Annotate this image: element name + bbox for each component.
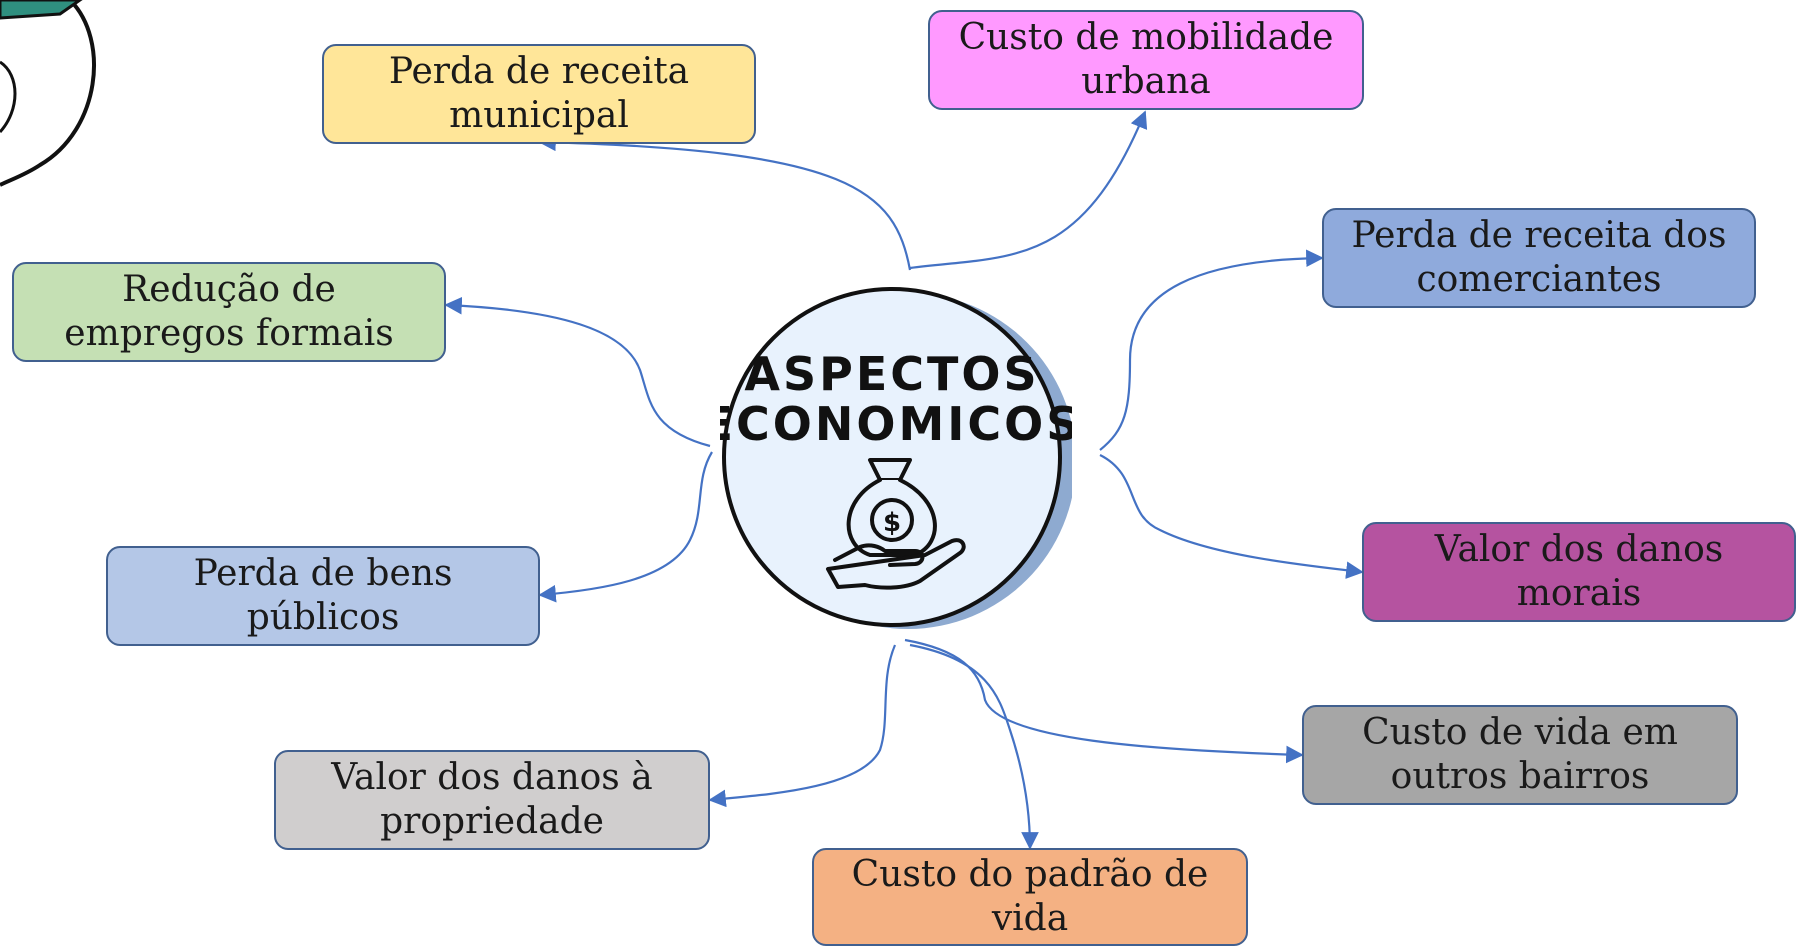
connector-reducao-empregos (444, 296, 711, 448)
node-custo-mobilidade: Custo de mobilidade urbana (928, 10, 1364, 110)
connector-custo-mobilidade (909, 110, 1148, 270)
connector-valor-danos-propriedade (708, 644, 897, 808)
connector-valor-danos-morais (1099, 454, 1364, 579)
central-title-line1: ASPECTOS (744, 347, 1039, 401)
connector-perda-receita-comerciantes (1099, 249, 1324, 451)
node-custo-vida-bairros: Custo de vida em outros bairros (1302, 705, 1738, 805)
decorative-ribbon-fragment (0, 0, 83, 20)
decorative-arc-fragment (0, 60, 17, 134)
central-title-line2: ECONOMICOS (720, 397, 1072, 451)
central-circle (722, 287, 1062, 627)
node-perda-receita-municipal: Perda de receita municipal (322, 44, 756, 144)
connector-perda-bens-publicos (538, 451, 713, 603)
node-custo-padrao-vida: Custo do padrão de vida (812, 848, 1248, 946)
node-valor-danos-morais: Valor dos danos morais (1362, 522, 1796, 622)
decorative-circle-fragment (0, 0, 96, 187)
node-perda-receita-comerciantes: Perda de receita dos comerciantes (1322, 208, 1756, 308)
money-bag-hand-icon: $ (826, 458, 966, 590)
central-topic: ASPECTOS ECONOMICOS $ (702, 285, 1079, 637)
connector-perda-receita-municipal (538, 133, 912, 271)
connector-custo-vida-bairros (904, 638, 1304, 764)
node-valor-danos-propriedade: Valor dos danos à propriedade (274, 750, 710, 850)
connector-custo-padrao-vida (909, 643, 1039, 850)
svg-text:$: $ (883, 508, 901, 538)
node-perda-bens-publicos: Perda de bens públicos (106, 546, 540, 646)
node-reducao-empregos: Redução de empregos formais (12, 262, 446, 362)
